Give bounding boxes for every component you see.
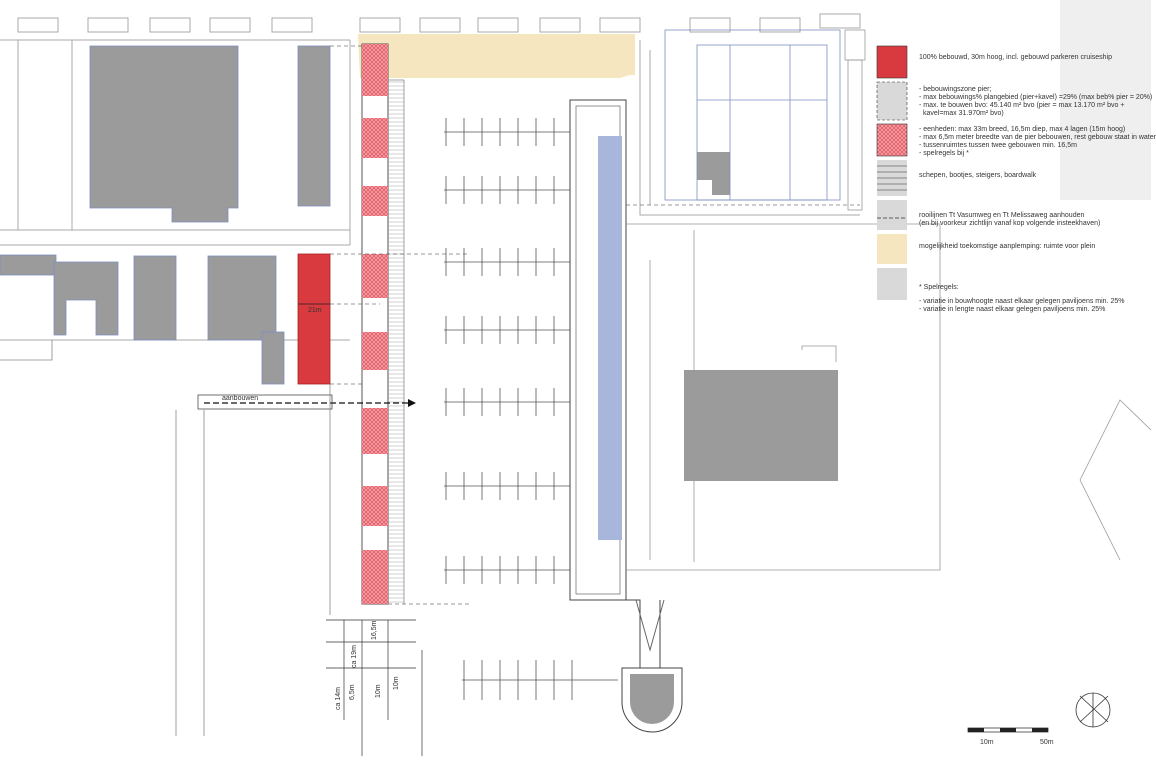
building-mid — [133, 255, 177, 341]
existing-buildings — [0, 45, 838, 481]
alignment-lines — [330, 45, 860, 605]
legend-swatch-pierzone — [877, 82, 907, 120]
dim-6-5m: 6,5m — [349, 684, 356, 700]
legend-swatch-boats — [877, 160, 907, 196]
building-east-large — [684, 370, 838, 481]
legend-pier-zone: - bebouwingszone pier; - max bebouwings%… — [919, 86, 1153, 117]
scale-label-10m: 10m — [980, 739, 994, 746]
label-21m: 21m — [308, 307, 322, 314]
legend-swatches — [876, 0, 1151, 300]
building-outlines-topright — [664, 29, 866, 211]
legend-swatch-units — [876, 123, 908, 157]
pier-unit — [362, 332, 388, 370]
boat-jetties — [444, 118, 618, 700]
legend-swatch-built — [876, 45, 908, 79]
building-narrow — [297, 45, 331, 207]
legend-rules: * Spelregels: - variatie in bouwhoogte n… — [919, 284, 1125, 313]
legend-units: - eenheden: max 33m breed, 16,5m diep, m… — [919, 126, 1156, 157]
legend-building-lines: rooilijnen Tt Vasumweg en Tt Melissaweg … — [919, 212, 1101, 227]
pier-unit — [362, 44, 388, 96]
dimension-labels: 16,5m ca 19m ca 14m 6,5m 10m 10m — [335, 620, 400, 710]
east-plot — [626, 223, 1152, 571]
cruise-ship — [598, 136, 622, 540]
legend-future: mogelijkheid toekomstige aanplemping: ru… — [919, 243, 1096, 250]
approach-arrow — [197, 394, 416, 410]
built-block-21m — [297, 253, 331, 385]
building-block — [207, 255, 277, 341]
scale-bar — [967, 727, 1049, 733]
dim-ca14m: ca 14m — [335, 687, 342, 710]
cruise-pier — [569, 99, 683, 733]
dim-10m-b: 10m — [393, 676, 400, 690]
future-reclamation-area — [358, 34, 635, 78]
building-small — [261, 331, 285, 385]
quay-outlines — [0, 340, 331, 736]
dim-10m-a: 10m — [375, 684, 382, 698]
legend-swatch-future — [877, 234, 907, 264]
legend-built: 100% bebouwd, 30m hoog, incl. gebouwd pa… — [919, 54, 1113, 61]
label-aanbouwen: aanbouwen — [222, 395, 258, 402]
dim-16-5m: 16,5m — [371, 620, 378, 640]
pier-strip — [361, 43, 405, 605]
pier-unit — [362, 550, 388, 604]
building-left-edge — [0, 254, 57, 276]
street-blocks-top — [0, 13, 861, 341]
boardwalk — [388, 81, 404, 603]
building-top-right — [697, 152, 730, 195]
pier-unit — [362, 186, 388, 216]
scale-label-50m: 50m — [1040, 739, 1054, 746]
building-large-left — [89, 45, 239, 223]
north-arrow-icon — [1075, 692, 1111, 728]
pier-unit — [362, 408, 388, 454]
pier-unit — [362, 486, 388, 526]
pier-unit — [362, 118, 388, 158]
dimension-lines — [326, 619, 423, 756]
legend-boats: schepen, bootjes, steigers, boardwalk — [919, 172, 1037, 179]
pier-unit — [362, 254, 388, 298]
building-cluster — [53, 261, 119, 336]
dim-ca19m: ca 19m — [351, 645, 358, 668]
